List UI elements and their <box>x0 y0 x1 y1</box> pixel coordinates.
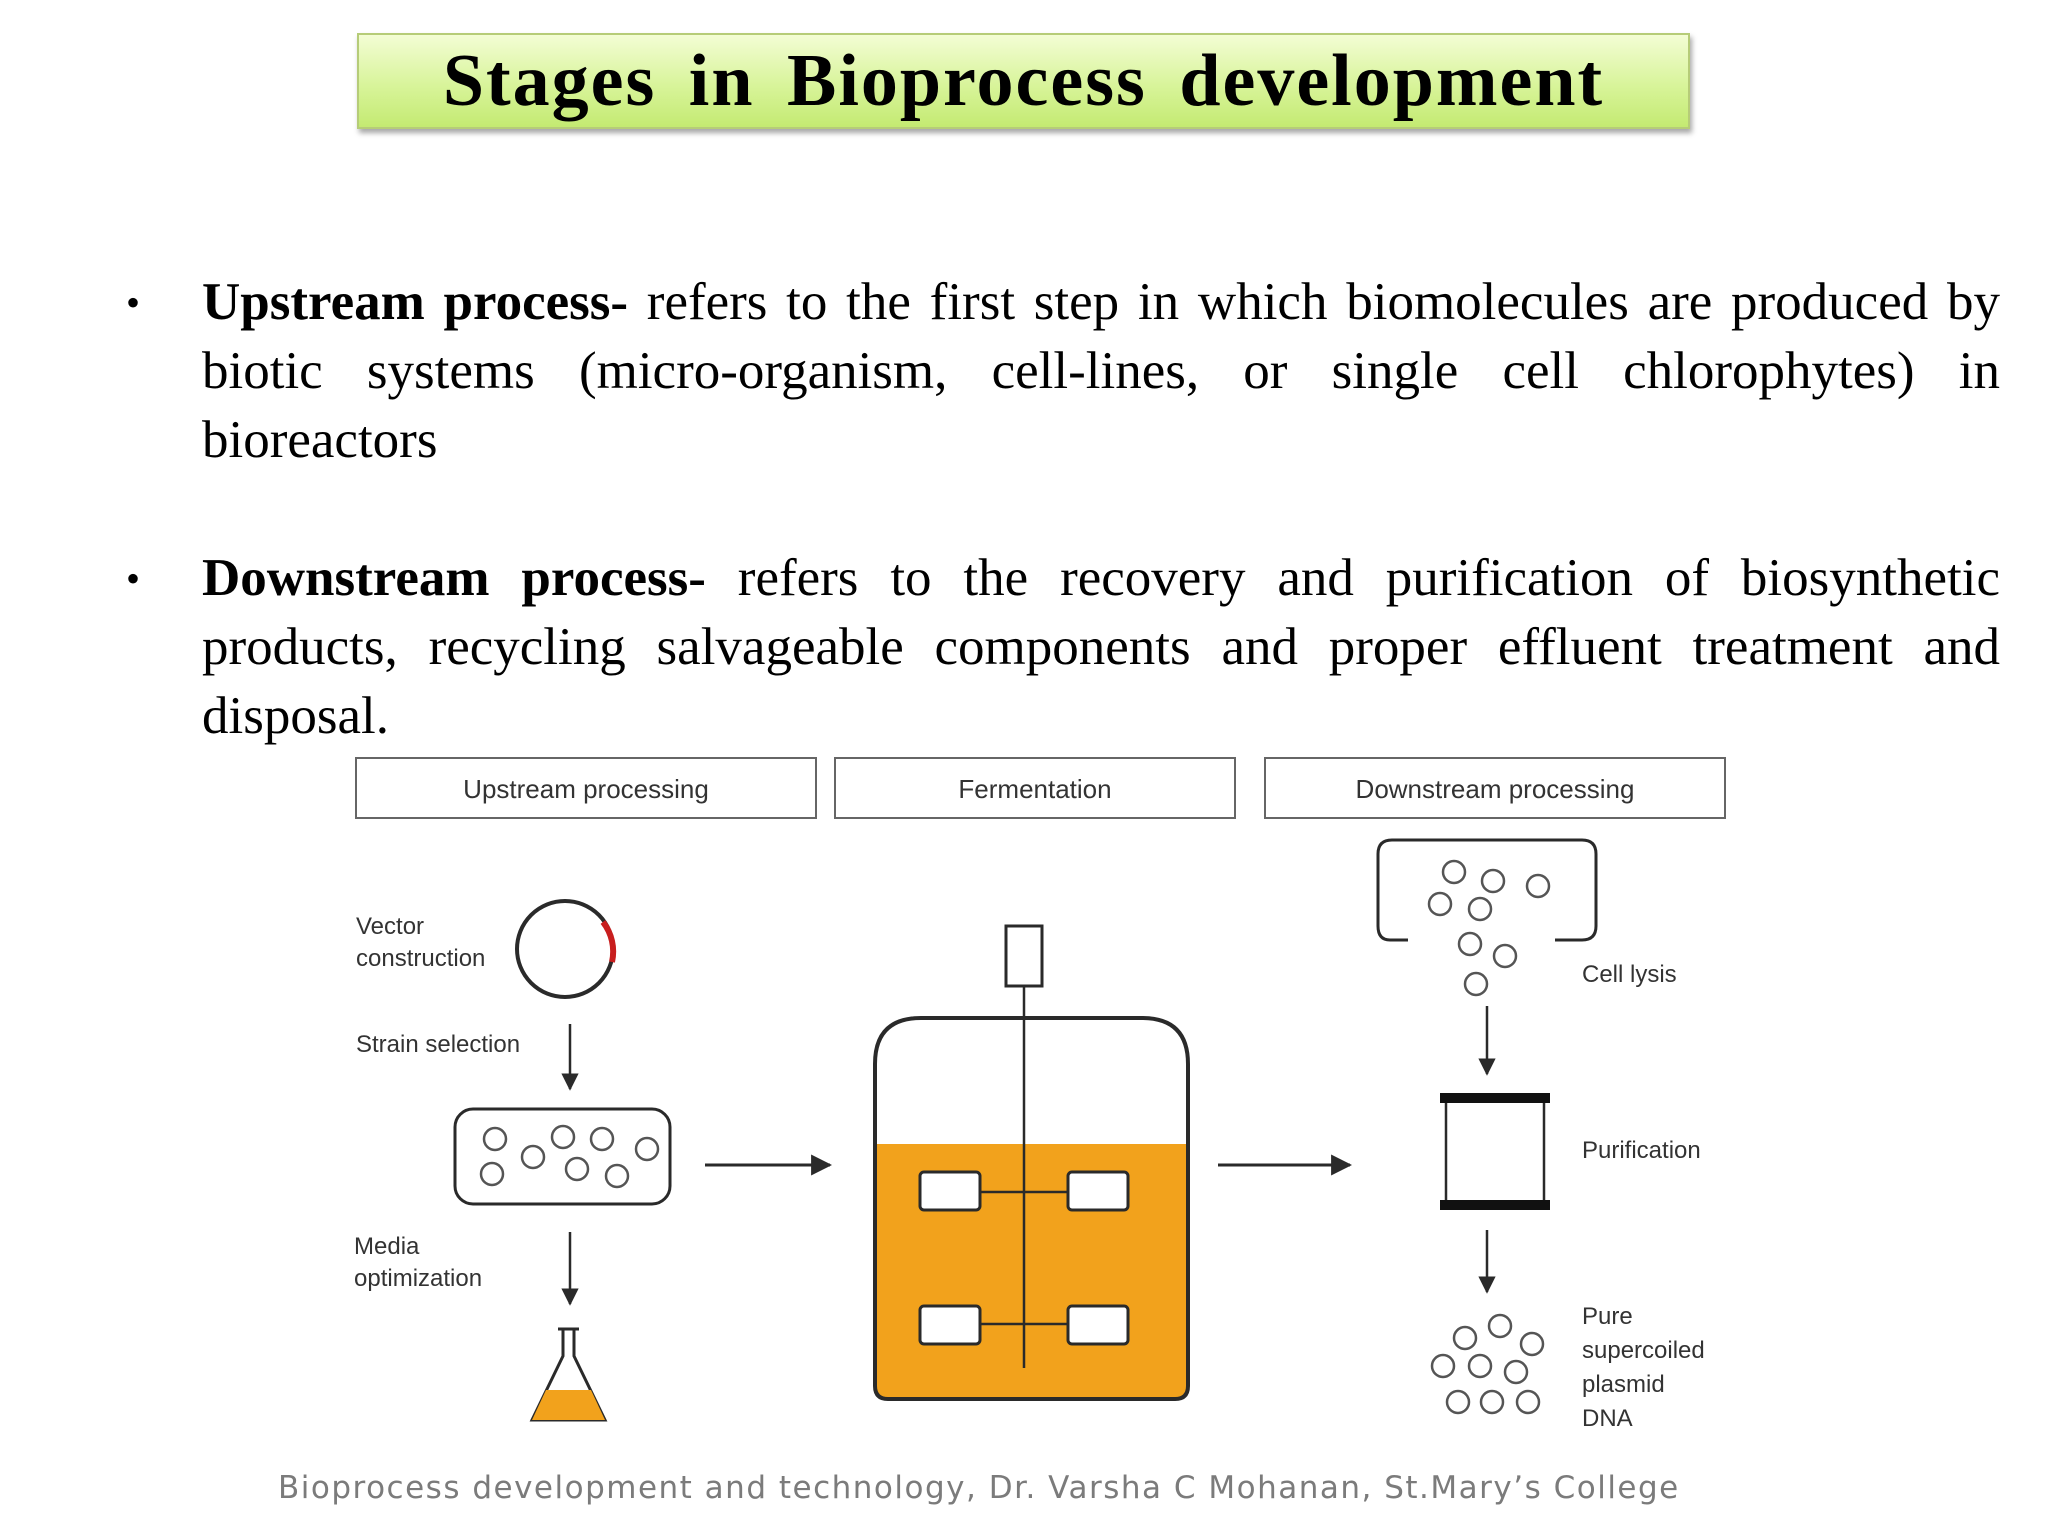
stage-header-label: Downstream processing <box>1356 774 1635 804</box>
diagram-canvas: Upstream processing Fermentation Downstr… <box>354 757 1726 1432</box>
vector-label-line2: construction <box>356 945 485 972</box>
stage-header-label: Upstream processing <box>463 774 709 804</box>
flask-icon <box>529 1327 608 1422</box>
stage-header-upstream: Upstream processing <box>355 757 817 819</box>
dna-label-line2: supercoiled <box>1582 1337 1705 1364</box>
bioreactor-icon <box>873 924 1190 1401</box>
vector-label-line1: Vector <box>356 913 424 940</box>
plasmid-dna-icon <box>1430 1313 1545 1415</box>
cell-lysis-icon <box>1376 838 1598 997</box>
media-label-line1: Media <box>354 1233 420 1260</box>
stage-header-label: Fermentation <box>958 774 1111 804</box>
bullet-downstream: • Downstream process- refers to the reco… <box>120 544 2000 751</box>
bioprocess-diagram: Upstream processing Fermentation Downstr… <box>320 744 1800 1434</box>
slide-title: Stages in Bioprocess development <box>442 39 1605 122</box>
bullet-symbol: • <box>126 556 141 601</box>
bullet-list: • Upstream process- refers to the first … <box>120 268 2000 751</box>
bullet-upstream: • Upstream process- refers to the first … <box>120 268 2000 475</box>
slide-footer: Bioprocess development and technology, D… <box>278 1470 1680 1506</box>
cell-culture-dish-icon <box>453 1107 672 1206</box>
bullet-symbol: • <box>126 280 141 325</box>
bullet-text: refers to the recovery and purification … <box>202 549 2000 745</box>
dna-label-line4: DNA <box>1582 1405 1633 1432</box>
dna-label-line1: Pure <box>1582 1303 1633 1330</box>
dna-label-line3: plasmid <box>1582 1371 1665 1398</box>
plasmid-icon <box>515 899 617 999</box>
stage-header-downstream: Downstream processing <box>1264 757 1726 819</box>
cell-lysis-label: Cell lysis <box>1582 961 1677 988</box>
bullet-text: refers to the first step in which biomol… <box>202 273 2000 469</box>
strain-selection-label: Strain selection <box>356 1031 520 1058</box>
title-banner: Stages in Bioprocess development <box>357 33 1690 129</box>
purification-column-icon <box>1440 1093 1550 1210</box>
media-label-line2: optimization <box>354 1265 482 1292</box>
bullet-term: Downstream process- <box>202 549 706 607</box>
purification-label: Purification <box>1582 1137 1701 1164</box>
bullet-term: Upstream process- <box>202 273 629 331</box>
stage-header-fermentation: Fermentation <box>834 757 1236 819</box>
